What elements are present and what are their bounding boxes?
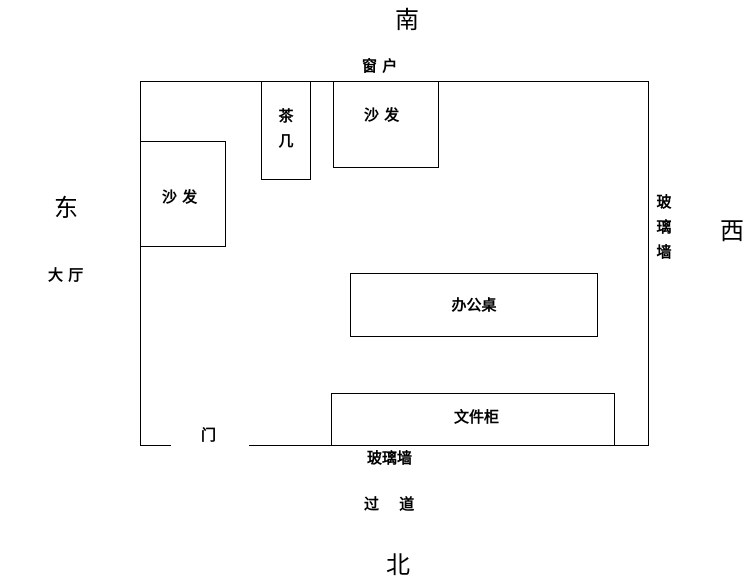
direction-west: 西: [720, 217, 744, 245]
sofa-left: 沙 发: [140, 141, 226, 247]
lobby-label: 大 厅: [48, 266, 84, 284]
file-cabinet: 文件柜: [331, 393, 615, 446]
office-desk: 办公桌: [350, 273, 598, 337]
window-label: 窗 户: [362, 57, 398, 75]
corridor-label: 过 道: [364, 495, 415, 513]
wall-bottom-left: [140, 445, 171, 446]
file-cabinet-label: 文件柜: [454, 408, 500, 426]
sofa-left-label: 沙 发: [162, 188, 198, 206]
wall-right: [648, 81, 649, 446]
wall-left: [140, 81, 141, 446]
direction-north: 北: [386, 551, 410, 579]
tea-table-label: 茶几: [278, 107, 294, 150]
sofa-top: 沙 发: [333, 81, 439, 168]
direction-south: 南: [395, 6, 419, 34]
door-label: 门: [201, 426, 217, 444]
office-desk-label: 办公桌: [451, 295, 497, 314]
glass-wall-west-label: 玻璃墙: [656, 193, 672, 261]
sofa-top-label: 沙 发: [364, 106, 400, 124]
tea-table: 茶几: [261, 81, 311, 180]
glass-wall-north-label: 玻璃墙: [367, 449, 413, 467]
direction-east: 东: [54, 194, 78, 222]
